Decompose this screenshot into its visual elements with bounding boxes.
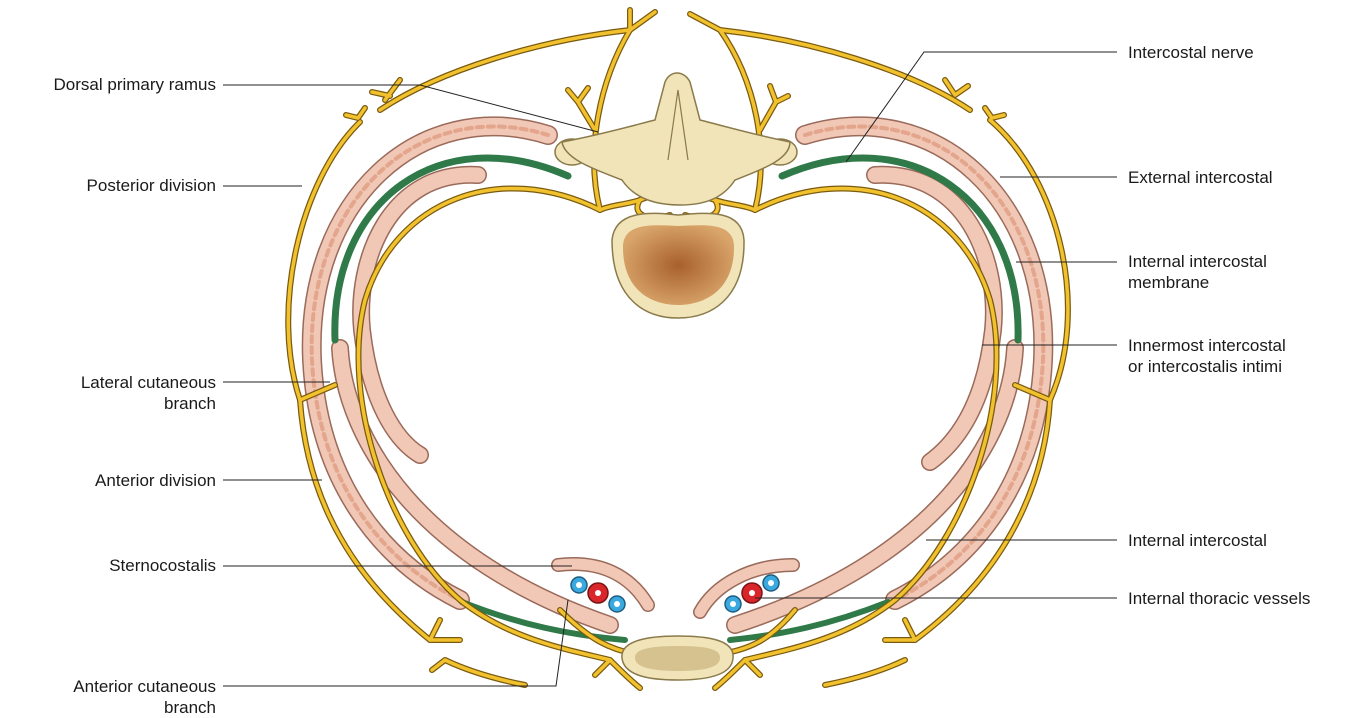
label-anterior-cutaneous-branch: Anterior cutaneous branch — [73, 676, 216, 718]
label-posterior-division: Posterior division — [87, 175, 216, 196]
label-internal-intercostal-membrane: Internal intercostal membrane — [1128, 251, 1267, 293]
label-lateral-cutaneous-branch: Lateral cutaneous branch — [81, 372, 216, 414]
label-sternocostalis: Sternocostalis — [109, 555, 216, 576]
sternum — [622, 636, 733, 680]
label-internal-thoracic-vessels: Internal thoracic vessels — [1128, 588, 1310, 609]
label-external-intercostal: External intercostal — [1128, 167, 1273, 188]
label-dorsal-primary-ramus: Dorsal primary ramus — [54, 74, 216, 95]
label-internal-intercostal: Internal intercostal — [1128, 530, 1267, 551]
label-intercostal-nerve: Intercostal nerve — [1128, 42, 1254, 63]
label-innermost-intercostal: Innermost intercostal or intercostalis i… — [1128, 335, 1286, 377]
label-anterior-division: Anterior division — [95, 470, 216, 491]
